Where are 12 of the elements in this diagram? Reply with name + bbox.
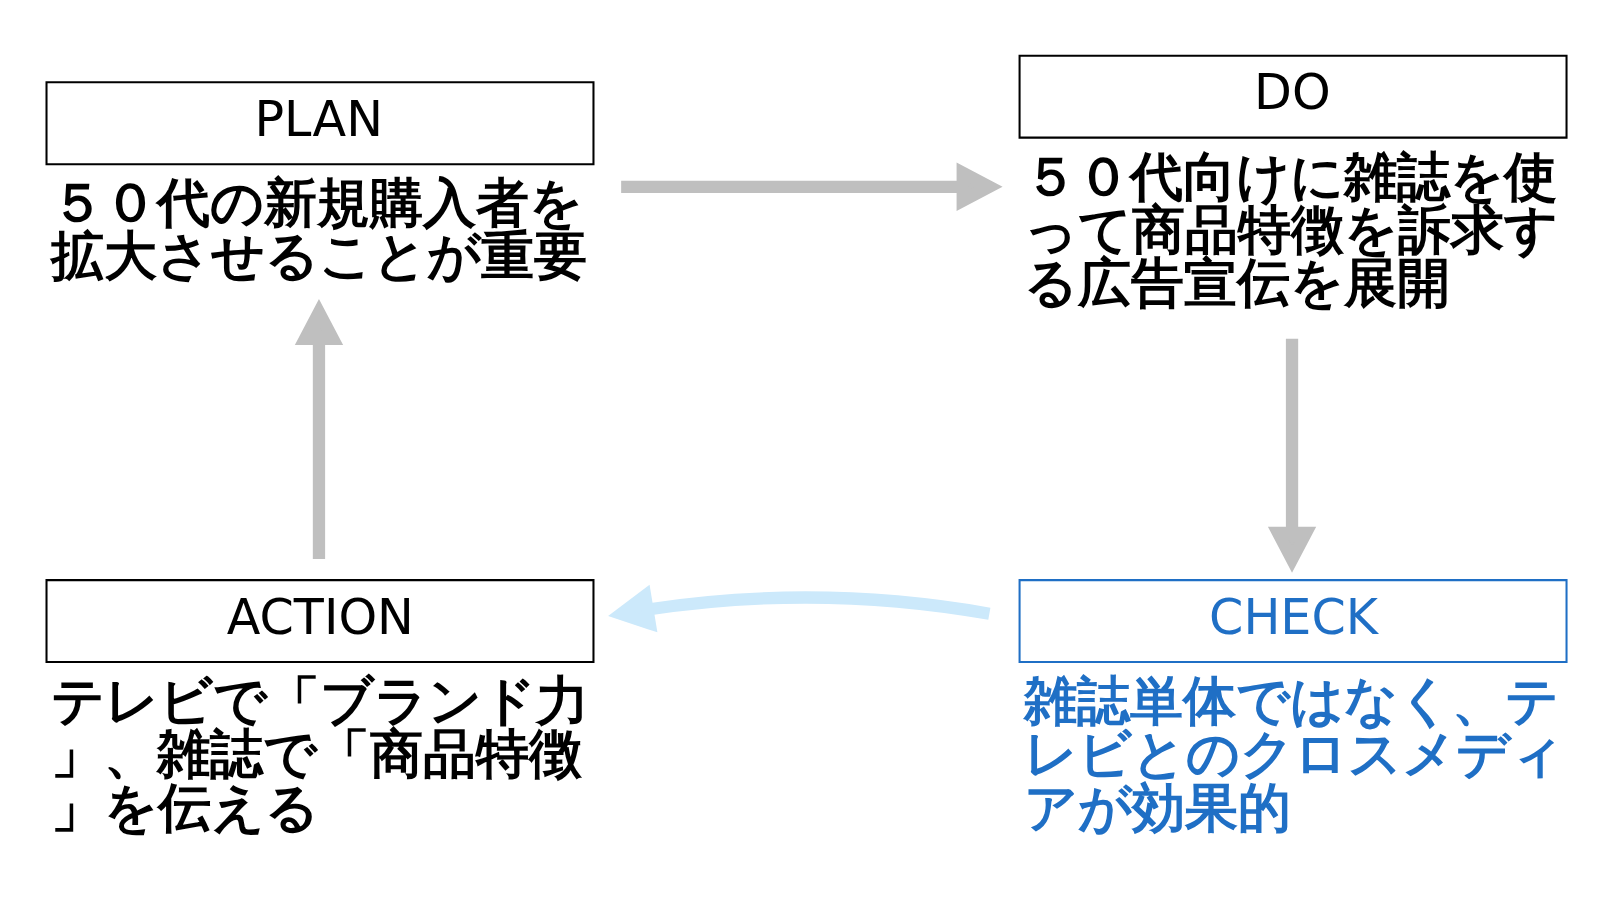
arrow bbox=[294, 298, 344, 559]
node-label: テレビで「ブランド力」、雑誌で「商品特徴」を伝える bbox=[50, 670, 589, 839]
arrow bbox=[608, 584, 991, 633]
node-box: DO bbox=[1018, 54, 1568, 139]
node-label: 雑誌単体ではなく、テレビとのクロスメディアが効果的 bbox=[1023, 670, 1564, 839]
arrow bbox=[621, 162, 1003, 211]
node-box: PLAN bbox=[45, 81, 595, 166]
node-box: ACTION bbox=[45, 579, 595, 664]
node-box: CHECK bbox=[1018, 579, 1568, 664]
node-label: ５０代の新規購入者を拡大させることが重要 bbox=[50, 172, 587, 288]
arrow bbox=[1267, 338, 1317, 573]
node-label: ５０代向けに雑誌を使って商品特徴を訴求する広告宣伝を展開 bbox=[1023, 145, 1558, 315]
